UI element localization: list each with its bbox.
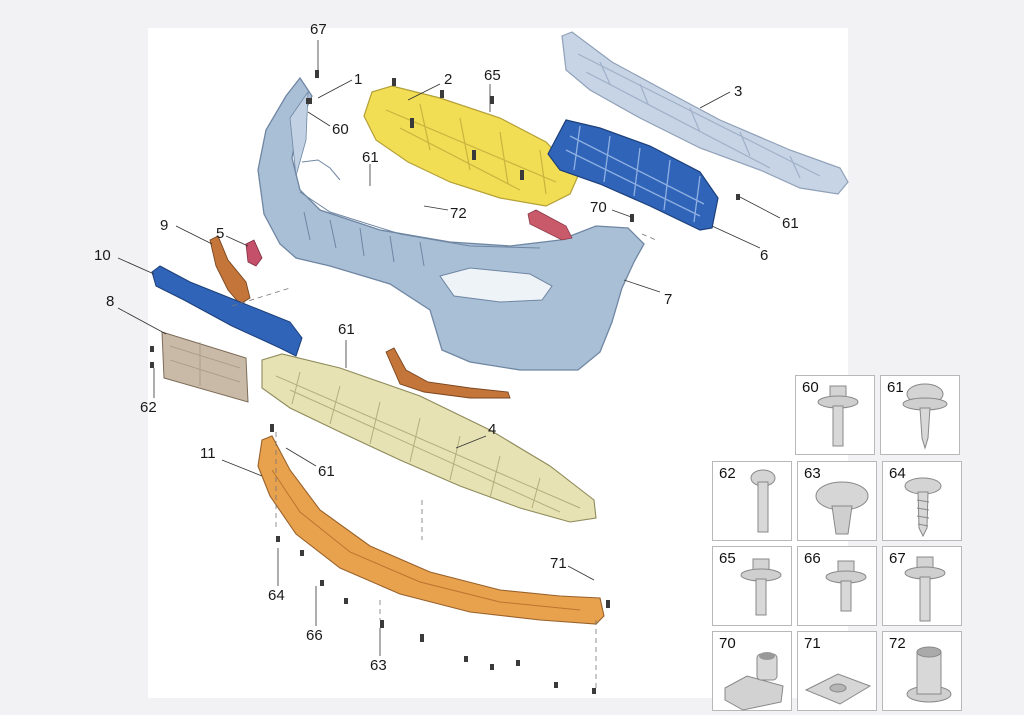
- callout-5: 5: [216, 225, 224, 242]
- callout-72: 72: [450, 205, 467, 222]
- fastener-label-71: 71: [804, 635, 821, 652]
- callout-65: 65: [484, 67, 501, 84]
- fastener-label-61: 61: [887, 379, 904, 396]
- callout-11: 11: [200, 445, 216, 462]
- hex-flange-bolt-icon: [740, 558, 782, 616]
- callout-1: 1: [354, 71, 362, 88]
- fastener-cell-67: 67: [882, 546, 962, 626]
- callout-62: 62: [140, 399, 157, 416]
- fastener-cell-65: 65: [712, 546, 792, 626]
- fastener-cell-61: 61: [880, 375, 960, 455]
- fastener-label-64: 64: [889, 465, 906, 482]
- tapping-screw-icon: [904, 477, 942, 538]
- callout-4: 4: [488, 421, 496, 438]
- clip-nut-icon: [724, 652, 784, 711]
- reflector-right: [385, 347, 511, 399]
- callout-61-top: 61: [362, 149, 379, 166]
- reflector-part-9: [209, 235, 251, 305]
- callout-8: 8: [106, 293, 114, 310]
- fastener-cell-70: 70: [712, 631, 792, 711]
- fastener-markers: [150, 70, 740, 694]
- callout-9: 9: [160, 217, 168, 234]
- fastener-cell-62: 62: [712, 461, 792, 541]
- fastener-label-66: 66: [804, 550, 821, 567]
- callout-67: 67: [310, 21, 327, 38]
- callout-2: 2: [444, 71, 452, 88]
- callout-64: 64: [268, 587, 285, 604]
- fastener-cell-60: 60: [795, 375, 875, 455]
- fastener-cell-71: 71: [797, 631, 877, 711]
- flange-bolt-icon: [817, 385, 859, 447]
- callout-61-lower: 61: [318, 463, 335, 480]
- fastener-cell-66: 66: [797, 546, 877, 626]
- callout-61-right: 61: [782, 215, 799, 232]
- bumper-lower-opening: [439, 267, 553, 303]
- fastener-cell-72: 72: [882, 631, 962, 711]
- fastener-label-67: 67: [889, 550, 906, 567]
- callout-10: 10: [94, 247, 111, 264]
- callout-7: 7: [664, 291, 672, 308]
- fastener-label-72: 72: [889, 635, 906, 652]
- assembly-lines: [231, 233, 657, 690]
- callout-leaders: [117, 40, 781, 656]
- hex-flange-bolt-long-icon: [904, 556, 946, 622]
- callout-60: 60: [332, 121, 349, 138]
- callout-61-middle: 61: [338, 321, 355, 338]
- fastener-label-65: 65: [719, 550, 736, 567]
- hex-flange-bolt-short-icon: [825, 560, 867, 612]
- torx-bolt-icon: [750, 469, 776, 533]
- blue-trim-strip-part-10: [151, 265, 303, 357]
- push-clip-icon: [815, 481, 869, 535]
- front-lip-spoiler-part-11: [257, 435, 605, 625]
- underbody-shield-part-4: [261, 353, 597, 523]
- fastener-cell-63: 63: [797, 461, 877, 541]
- callout-71: 71: [550, 555, 567, 572]
- callout-66: 66: [306, 627, 323, 644]
- callout-63: 63: [370, 657, 387, 674]
- license-plate-bracket-part-8: [161, 331, 249, 403]
- fastener-label-70: 70: [719, 635, 736, 652]
- pan-head-screw-icon: [902, 383, 948, 450]
- fastener-label-60: 60: [802, 379, 819, 396]
- callout-6: 6: [760, 247, 768, 264]
- grille-part-6: [547, 119, 719, 231]
- bumper-cover-part-7: [257, 76, 645, 371]
- callout-70: 70: [590, 199, 607, 216]
- small-part-5: [245, 239, 263, 267]
- fastener-cell-64: 64: [882, 461, 962, 541]
- fastener-label-63: 63: [804, 465, 821, 482]
- spring-nut-icon: [804, 673, 872, 705]
- rivet-nut-icon: [906, 646, 952, 703]
- callout-3: 3: [734, 83, 742, 100]
- bracket-part-72-area: [527, 209, 573, 241]
- fastener-label-62: 62: [719, 465, 736, 482]
